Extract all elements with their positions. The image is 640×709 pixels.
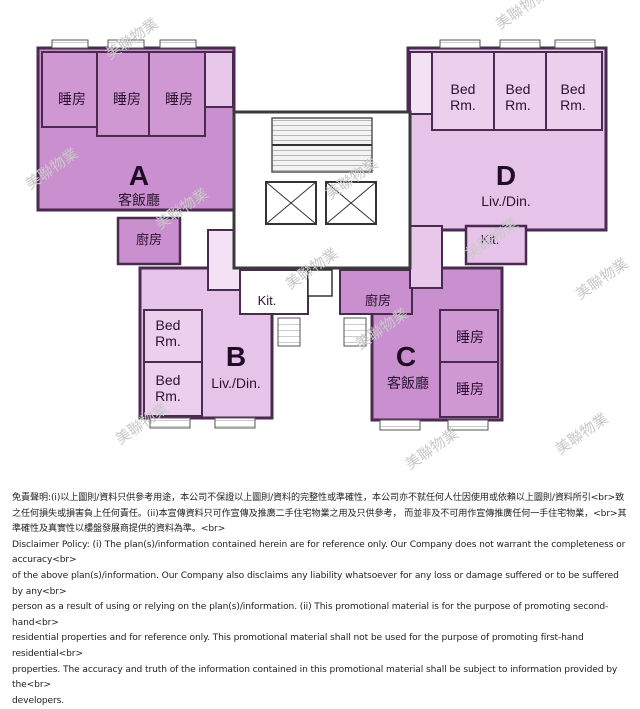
unit-a-letter: A bbox=[129, 160, 149, 191]
unit-a-labels: 睡房 睡房 睡房 A 客飯廳 廚房 bbox=[58, 91, 193, 247]
unit-b bbox=[138, 229, 309, 429]
unit-b-living-label: Liv./Din. bbox=[211, 375, 261, 391]
lift-lobby bbox=[232, 110, 412, 297]
unit-c-labels: 睡房 睡房 C 客飯廳 廚房 bbox=[365, 293, 484, 397]
watermark-8: 美聯物業 bbox=[572, 254, 631, 303]
watermark-12: 美聯物業 bbox=[552, 409, 611, 458]
unit-d-kitchen-label: Kit. bbox=[481, 232, 500, 247]
watermark-11: 美聯物業 bbox=[402, 424, 461, 473]
unit-a-bedroom-2-label: 睡房 bbox=[113, 91, 141, 107]
unit-d-letter: D bbox=[496, 160, 516, 191]
unit-c-bedroom-1-label: 睡房 bbox=[456, 329, 484, 345]
unit-c bbox=[339, 225, 504, 431]
disclaimer-text: 免責聲明:(i)以上圖則/資料只供參考用途，本公司不保證以上圖則/資料的完整性或… bbox=[12, 493, 627, 706]
unit-c-living-label: 客飯廳 bbox=[387, 375, 429, 391]
unit-a-bedroom-3-label: 睡房 bbox=[165, 91, 193, 107]
unit-d bbox=[406, 39, 608, 266]
unit-a bbox=[36, 39, 236, 266]
unit-a-kitchen-label: 廚房 bbox=[136, 232, 162, 247]
unit-b-letter: B bbox=[226, 341, 246, 372]
unit-d-living-label: Liv./Din. bbox=[481, 193, 531, 209]
unit-a-living-label: 客飯廳 bbox=[118, 192, 160, 208]
unit-c-letter: C bbox=[396, 341, 416, 372]
unit-b-kitchen-label: Kit. bbox=[258, 293, 277, 308]
unit-c-kitchen-label: 廚房 bbox=[365, 293, 391, 308]
watermark-5: 美聯物業 bbox=[492, 0, 551, 33]
unit-a-bedroom-1-label: 睡房 bbox=[58, 91, 86, 107]
unit-c-bedroom-2-label: 睡房 bbox=[456, 381, 484, 397]
